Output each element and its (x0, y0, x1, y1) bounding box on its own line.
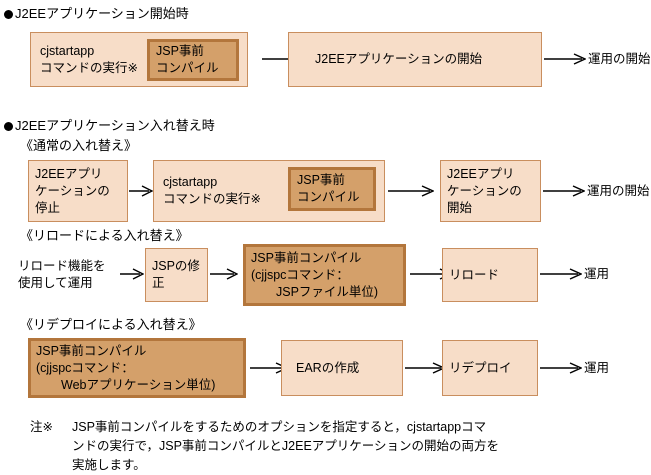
box-create-ear-label: EARの作成 (296, 360, 360, 375)
box-redeploy-label: リデプロイ (449, 360, 512, 375)
arrow-normal-1 (129, 185, 153, 197)
box-cjstartapp-start-label: cjstartapp コマンドの実行※ (40, 43, 138, 75)
subsection-title-normal: 《通常の入れ替え》 (20, 138, 138, 153)
box-stop-j2ee-app[interactable]: J2EEアプリ ケーションの 停止 (28, 160, 128, 222)
arrow-reload-2 (210, 268, 238, 280)
subsection-title-redeploy: 《リデプロイによる入れ替え》 (20, 317, 202, 332)
label-operation-start: 運用の開始 (588, 52, 651, 66)
section-heading-start-label: J2EEアプリケーション開始時 (15, 6, 189, 21)
box-jsp-precompile-normal[interactable]: JSP事前 コンパイル (288, 167, 376, 211)
bullet-icon (4, 10, 13, 19)
box-jsp-precompile-reload[interactable]: JSP事前コンパイル (cjjspcコマンド： JSPファイル単位) (243, 244, 406, 306)
label-operation-reload: 運用 (584, 267, 610, 281)
arrow-redeploy-3 (540, 362, 582, 374)
box-jsp-precompile-redeploy-label: JSP事前コンパイル (cjjspcコマンド： Webアプリケーション単位) (36, 343, 216, 392)
subsection-title-reload: 《リロードによる入れ替え》 (20, 228, 189, 243)
box-cjstartapp-normal-label: cjstartapp コマンドの実行※ (163, 175, 261, 206)
box-jsp-fix-label: JSPの修正 (152, 259, 200, 290)
section-heading-replace: J2EEアプリケーション入れ替え時 (4, 118, 215, 133)
label-operation-redeploy: 運用 (584, 361, 610, 375)
box-j2ee-app-start-label: J2EEアプリケーションの開始 (315, 52, 483, 66)
footnote-text: JSP事前コンパイルをするためのオプションを指定すると，cjstartappコマ… (72, 420, 500, 472)
bullet-icon (4, 122, 13, 131)
box-jsp-precompile-start-label: JSP事前 コンパイル (156, 44, 219, 75)
box-stop-j2ee-app-label: J2EEアプリ ケーションの 停止 (35, 166, 110, 215)
box-jsp-precompile-normal-label: JSP事前 コンパイル (297, 173, 360, 204)
box-reload[interactable]: リロード (442, 248, 538, 302)
box-reload-label: リロード (449, 267, 500, 282)
box-jsp-precompile-redeploy[interactable]: JSP事前コンパイル (cjjspcコマンド： Webアプリケーション単位) (28, 338, 246, 398)
box-j2ee-app-start-normal-label: J2EEアプリ ケーションの 開始 (447, 166, 522, 215)
arrow-reload-4 (540, 268, 582, 280)
section-heading-replace-label: J2EEアプリケーション入れ替え時 (15, 118, 215, 133)
box-j2ee-app-start[interactable]: J2EEアプリケーションの開始 (288, 32, 542, 87)
footnote-label: 注※ (30, 420, 53, 434)
arrow-normal-2 (388, 185, 434, 197)
box-create-ear[interactable]: EARの作成 (281, 340, 403, 396)
arrow-reload-1 (120, 268, 144, 280)
arrow-redeploy-2 (405, 362, 445, 374)
arrow-start-2 (544, 53, 586, 65)
label-operation-normal: 運用の開始 (587, 184, 650, 198)
arrow-normal-3 (543, 185, 585, 197)
label-reload-operation: リロード機能を 使用して運用 (18, 259, 106, 290)
box-j2ee-app-start-normal[interactable]: J2EEアプリ ケーションの 開始 (440, 160, 541, 222)
box-jsp-precompile-start[interactable]: JSP事前 コンパイル (147, 39, 239, 81)
section-heading-start: J2EEアプリケーション開始時 (4, 6, 189, 21)
box-jsp-fix[interactable]: JSPの修正 (145, 248, 208, 302)
box-jsp-precompile-reload-label: JSP事前コンパイル (cjjspcコマンド： JSPファイル単位) (251, 250, 379, 299)
box-redeploy[interactable]: リデプロイ (442, 340, 538, 396)
